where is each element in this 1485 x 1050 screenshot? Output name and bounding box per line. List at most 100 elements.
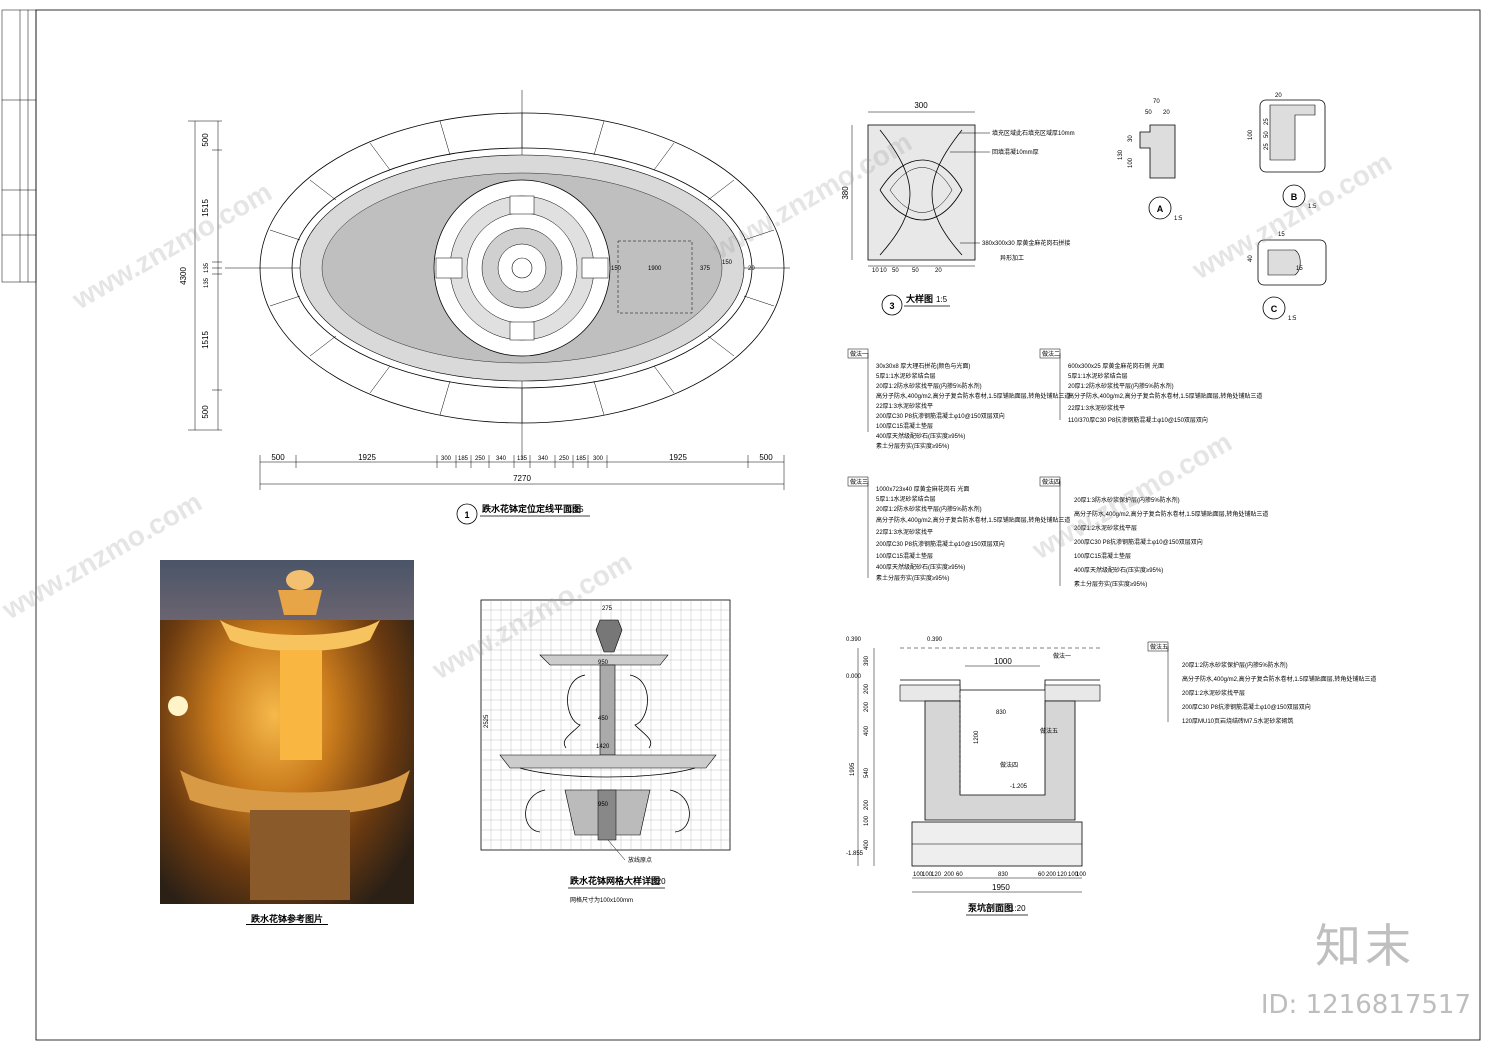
detail3-note-1: 回填混凝10mm厚 xyxy=(992,148,1039,156)
pit-elev-bot: -1.855 xyxy=(846,851,864,857)
pit-scale: 1:20 xyxy=(1010,904,1026,913)
dim-b9: 185 xyxy=(576,456,587,462)
spec4-l5: 400厚天然级配砂石(压实度≥95%) xyxy=(1074,566,1163,574)
dim-l2: 135 xyxy=(204,262,210,273)
spec4-tag: 做法四 xyxy=(1042,478,1060,486)
pit-b4: 60 xyxy=(956,872,963,878)
sec-c-d2: 15 xyxy=(1296,266,1303,272)
grid-origin: 放线原点 xyxy=(628,856,652,864)
grid-scale: 1:20 xyxy=(650,877,666,886)
sec-b-scale: 1:5 xyxy=(1308,204,1317,210)
sec-b-d1: 25 xyxy=(1264,118,1270,125)
spec-block-2: 做法二 600x300x25 厚黄金麻花岗石侧 光面 5厚1:1水泥砂浆结合层 … xyxy=(1039,348,1262,424)
spec5-l4: 120厚MU10页岩烧结砖M7.5水泥砂浆砌筑 xyxy=(1182,717,1293,725)
detail3-note-2: 380x300x30 厚黄金麻花岗石拼接 xyxy=(982,239,1070,247)
plan-title-text: 跌水花钵定位定线平面图 xyxy=(482,503,581,514)
pit-depth: 1200 xyxy=(974,730,980,744)
dim-total: 7270 xyxy=(513,474,531,483)
spec-block-1: 做法一 30x30x8 厚大理石拼花(颜色与光面) 5厚1:1水泥砂浆结合层 2… xyxy=(847,348,1070,450)
spec1-l4: 22厚1:3水泥砂浆找平 xyxy=(876,402,933,410)
spec3-l6: 100厚C15混凝土垫层 xyxy=(876,552,933,560)
detail3-b3: 50 xyxy=(912,268,919,274)
dim-height: 4300 xyxy=(179,267,188,285)
section-c: 15 40 15 C 1:5 xyxy=(1248,232,1327,322)
pit-bottom-total: 1950 xyxy=(992,883,1010,892)
sec-a-d2: 20 xyxy=(1163,110,1170,116)
sec-b-d3: 25 xyxy=(1264,143,1270,150)
detail-3: 300 380 填充区域此石填充区域厚10mm 回填混凝10mm厚 380x30… xyxy=(841,101,1075,316)
grid-in-3: 950 xyxy=(598,802,609,808)
spec4-l6: 素土分层夯实(压实度≥95%) xyxy=(1074,580,1147,588)
plan-index: 1 xyxy=(464,510,469,520)
image-id: ID: 1216817517 xyxy=(1260,990,1471,1020)
pit-elev-top: 0.390 xyxy=(927,637,943,643)
reference-photo xyxy=(160,560,414,904)
pit-tag-2: 做法四 xyxy=(1000,761,1018,769)
pit-top-width: 1000 xyxy=(994,657,1012,666)
dim-b5: 340 xyxy=(496,456,507,462)
detail3-height: 380 xyxy=(841,186,850,200)
dim-b8: 250 xyxy=(559,456,570,462)
dim-r2: 375 xyxy=(700,266,711,272)
section-b: 20 25 50 25 100 B 1:5 xyxy=(1248,93,1326,210)
grid-in-1: 450 xyxy=(598,716,609,722)
spec1-l6: 100厚C15混凝土垫层 xyxy=(876,422,933,430)
spec2-l2: 20厚1:2防水砂浆找平层(内掺5%防水剂) xyxy=(1068,382,1174,390)
pit-l5: 200 xyxy=(864,799,870,810)
grid-in-0: 950 xyxy=(598,660,609,666)
spec2-l4: 22厚1:3水泥砂浆找平 xyxy=(1068,404,1125,412)
sec-b-d2: 50 xyxy=(1264,131,1270,138)
detail3-b4: 20 xyxy=(935,268,942,274)
spec1-l2: 20厚1:2防水砂浆找平层(内掺5%防水剂) xyxy=(876,382,982,390)
dim-b11: 1925 xyxy=(669,453,687,462)
spec4-l1: 高分子防水,400g/m2,高分子复合防水卷材,1.5厚铺贴面层,转角处铺贴三道 xyxy=(1074,510,1268,518)
spec1-l1: 5厚1:1水泥砂浆结合层 xyxy=(876,372,936,380)
dim-b12: 500 xyxy=(759,453,773,462)
sec-a-scale: 1:5 xyxy=(1174,216,1183,222)
pit-l2: 200 xyxy=(864,701,870,712)
dim-b0: 500 xyxy=(271,453,285,462)
sec-c-scale: 1:5 xyxy=(1288,316,1297,322)
dim-l4: 1515 xyxy=(201,331,210,349)
spec2-l3: 高分子防水,400g/m2,高分子复合防水卷材,1.5厚铺贴面层,转角处铺贴三道 xyxy=(1068,392,1262,400)
dim-l1: 1515 xyxy=(201,199,210,217)
detail3-width: 300 xyxy=(914,101,928,110)
spec4-l0: 20厚1:3防水砂浆保护层(内掺5%防水剂) xyxy=(1074,496,1180,504)
sec-a-d5: 130 xyxy=(1118,149,1124,160)
pit-title: 泵坑剖面图 xyxy=(968,902,1013,913)
sec-b-d0: 20 xyxy=(1275,93,1282,99)
pit-l4: 540 xyxy=(864,767,870,778)
sec-a-d3: 30 xyxy=(1128,135,1134,142)
plan-scale: 1:25 xyxy=(568,505,584,514)
pit-b5: 830 xyxy=(998,872,1009,878)
pit-tag-0: 做法一 xyxy=(1053,652,1071,660)
spec3-l7: 400厚天然级配砂石(压实度≥95%) xyxy=(876,563,965,571)
spec1-l7: 400厚天然级配砂石(压实度≥95%) xyxy=(876,432,965,440)
grid-note: 网格尺寸为100x100mm xyxy=(570,896,633,904)
pit-b7: 200 xyxy=(1046,872,1057,878)
spec5-tag: 做法五 xyxy=(1150,643,1168,651)
fountain-plan xyxy=(225,90,790,460)
spec1-l8: 素土分层夯实(压实度≥95%) xyxy=(876,442,949,450)
pit-inner-width: 830 xyxy=(996,710,1007,716)
spec-block-4: 做法四 20厚1:3防水砂浆保护层(内掺5%防水剂) 高分子防水,400g/m2… xyxy=(1039,476,1268,588)
spec5-l2: 20厚1:2水泥砂浆找平层 xyxy=(1182,689,1245,697)
sec-a-d1: 50 xyxy=(1145,110,1152,116)
spec3-l1: 5厚1:1水泥砂浆结合层 xyxy=(876,495,936,503)
spec3-l0: 1000x723x40 厚黄金麻花岗石 光面 xyxy=(876,485,969,493)
detail3-b2: 50 xyxy=(892,268,899,274)
outer-frame xyxy=(35,9,1481,1041)
spec3-l4: 22厚1:3水泥砂浆找平 xyxy=(876,528,933,536)
spec3-l8: 素土分层夯实(压实度≥95%) xyxy=(876,574,949,582)
dim-l5: 500 xyxy=(201,405,210,419)
spec4-l3: 200厚C30 P8抗渗钢筋混凝土φ10@150双层双向 xyxy=(1074,538,1203,546)
detail3-scale: 1:5 xyxy=(936,295,948,304)
pit-l3: 400 xyxy=(864,725,870,736)
pit-b1: 100 xyxy=(922,872,933,878)
spec2-l5: 110/370厚C30 P8抗渗钢筋混凝土φ10@150双层双向 xyxy=(1068,416,1208,424)
photo-caption-underline xyxy=(246,924,328,925)
detail3-index: 3 xyxy=(889,301,894,311)
dim-b6: 135 xyxy=(517,456,528,462)
spec5-l1: 高分子防水,400g/m2,高分子复合防水卷材,1.5厚铺贴面层,转角处铺贴三道 xyxy=(1182,675,1376,683)
spec1-l3: 高分子防水,400g/m2,高分子复合防水卷材,1.5厚铺贴面层,转角处铺贴三道 xyxy=(876,392,1070,400)
